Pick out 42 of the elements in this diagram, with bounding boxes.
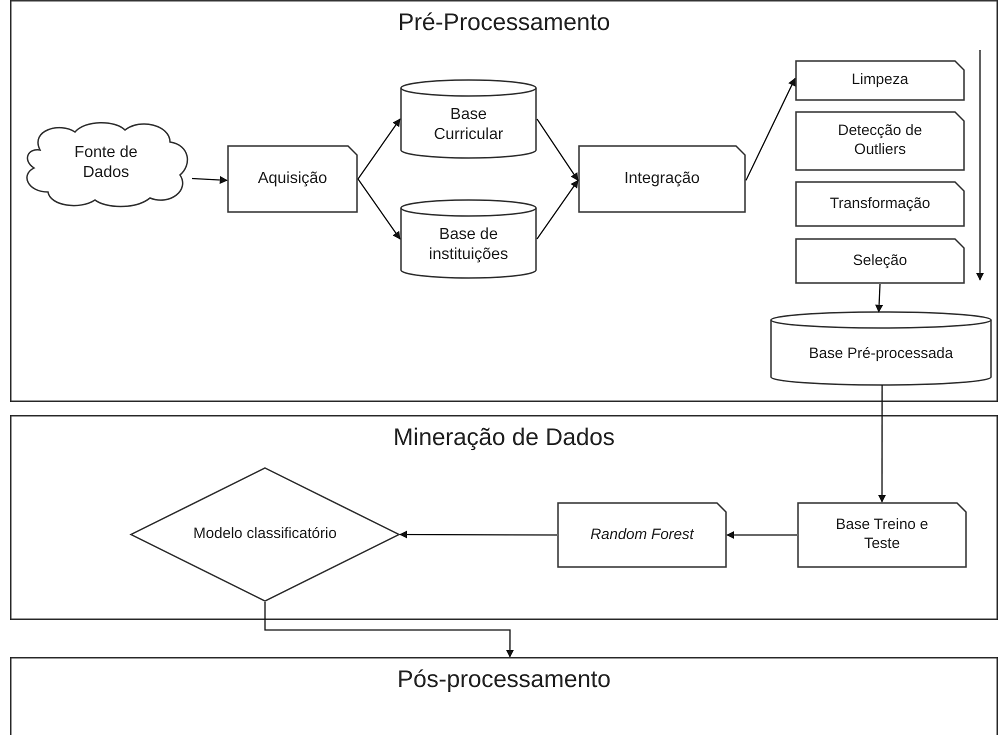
- arrow: [264, 602, 514, 658]
- database-cylinder: [400, 80, 537, 158]
- arrow: [399, 530, 557, 539]
- node-label: Random Forest: [590, 526, 694, 544]
- process-box: [578, 145, 746, 213]
- arrow: [745, 78, 796, 181]
- node-label: Base de instituições: [428, 225, 510, 265]
- section-heading: Pré-Processamento: [398, 8, 610, 38]
- process-box: [795, 111, 965, 171]
- node-label: Aquisição: [258, 169, 328, 189]
- arrow: [726, 531, 797, 539]
- decision-diamond: [130, 467, 400, 602]
- node-label: Base Treino e Teste: [834, 516, 930, 554]
- node-label: Modelo classificatório: [193, 525, 337, 544]
- node-label: Fonte de Dados: [73, 143, 139, 183]
- process-box: [557, 502, 727, 568]
- process-box: [795, 238, 965, 284]
- section-panel: [10, 657, 998, 735]
- arrow: [536, 118, 579, 182]
- node-label: Transformação: [830, 194, 930, 214]
- arrow: [875, 284, 884, 313]
- node-label: Base Pré-processada: [808, 345, 954, 364]
- arrow: [357, 178, 401, 240]
- section-panel: [10, 0, 998, 402]
- process-box: [797, 502, 967, 568]
- node-label: Limpeza: [852, 71, 908, 90]
- section-heading: Mineração de Dados: [393, 423, 615, 453]
- section-panel: [10, 415, 998, 620]
- process-box: [795, 181, 965, 227]
- database-cylinder: [770, 312, 992, 385]
- arrow: [357, 118, 401, 180]
- arrow: [536, 180, 579, 240]
- node-label: Integração: [624, 169, 700, 189]
- arrow: [878, 385, 886, 503]
- node-label: Detecção de Outliers: [836, 122, 924, 160]
- arrow: [192, 176, 228, 184]
- node-label: Seleção: [852, 252, 908, 270]
- process-box: [227, 145, 358, 213]
- node-label: Base Curricular: [432, 105, 504, 145]
- database-cylinder: [400, 200, 537, 278]
- section-heading: Pós-processamento: [397, 665, 611, 695]
- process-box: [795, 60, 965, 101]
